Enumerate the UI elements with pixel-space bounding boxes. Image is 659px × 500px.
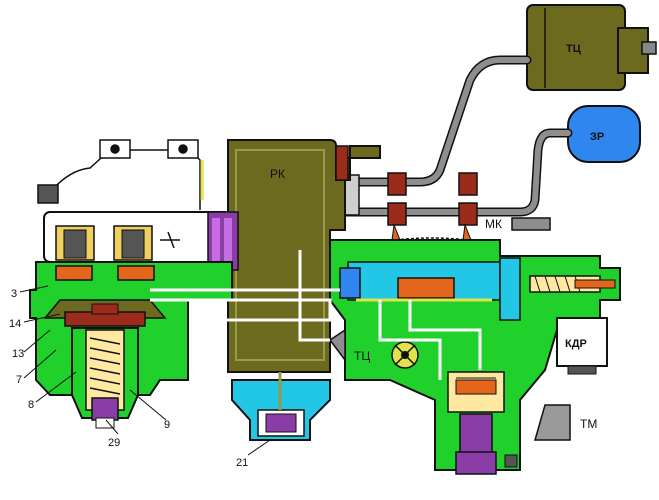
zr-tank: ЗР — [567, 105, 641, 163]
kdr-box: КДР — [556, 317, 608, 375]
electrical-box — [43, 211, 239, 271]
tc-tank: ТЦ — [526, 4, 657, 91]
pipe-cocks — [344, 172, 478, 241]
tc-port-label: ТЦ — [354, 349, 370, 363]
tc-tank-label: ТЦ — [566, 43, 581, 55]
tm-port: ТМ — [534, 404, 597, 441]
lower-outlet — [231, 372, 331, 441]
rk-label: РК — [270, 167, 285, 181]
callouts — [19, 285, 271, 456]
callout-29: 29 — [108, 437, 120, 449]
valve-body-right — [329, 239, 621, 475]
callout-21: 21 — [236, 457, 248, 469]
tank-pipes — [335, 55, 573, 217]
spring-chamber — [71, 327, 139, 429]
callout-14: 14 — [9, 318, 21, 330]
passages — [150, 250, 482, 380]
callout-3: 3 — [11, 288, 17, 300]
tc-port: ТЦ — [328, 328, 370, 363]
mk-valve — [511, 217, 551, 231]
callout-9: 9 — [164, 419, 170, 431]
rk-reservoir: РК — [227, 139, 381, 373]
zr-tank-label: ЗР — [590, 131, 604, 143]
tm-label: ТМ — [580, 417, 597, 431]
callout-8: 8 — [28, 399, 34, 411]
callout-13: 13 — [12, 348, 24, 360]
callout-7: 7 — [16, 374, 22, 386]
kdr-label: КДР — [565, 338, 587, 350]
mk-label: МК — [485, 217, 502, 231]
electrical-plug — [37, 139, 204, 210]
